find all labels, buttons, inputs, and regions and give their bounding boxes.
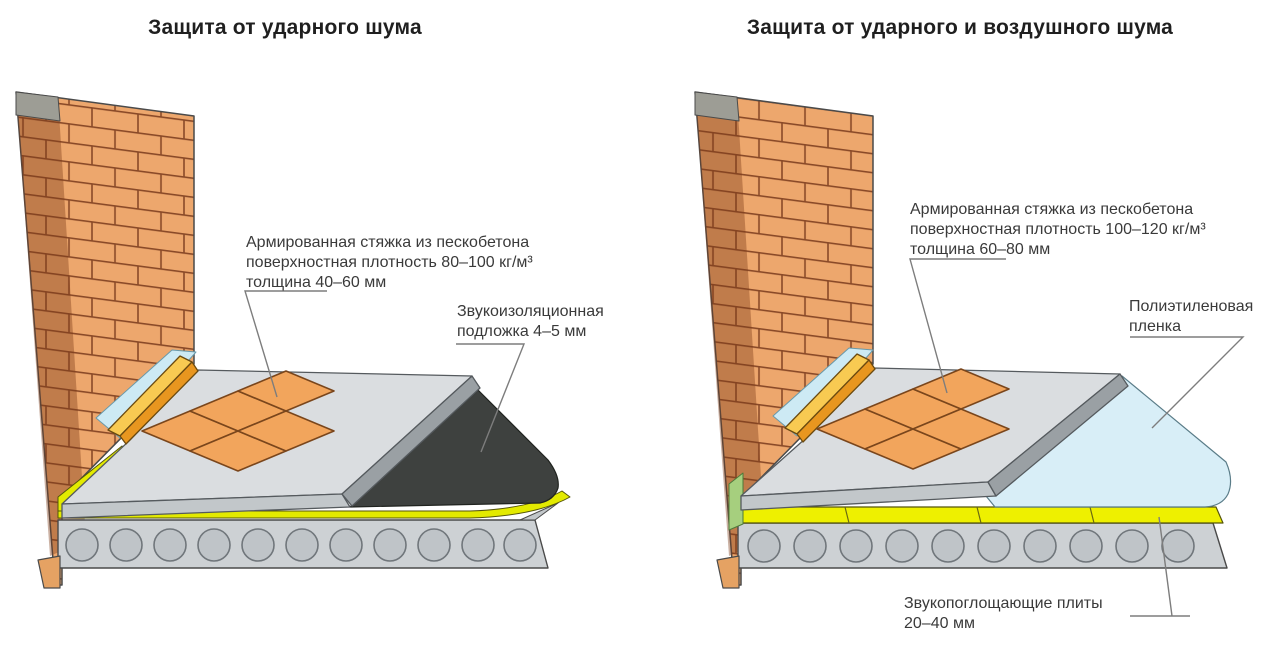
leader-screed-left xyxy=(244,290,327,398)
right-wall-foot xyxy=(716,555,740,589)
leader-plates-right xyxy=(1130,516,1190,617)
right-panel-title: Защита от ударного и воздушного шума xyxy=(746,16,1174,39)
right-wall-top-corner-block xyxy=(694,91,740,122)
label-underlay-left: Звукоизоляционная подложка 4–5 мм xyxy=(457,303,604,340)
left-wall-top-corner-block xyxy=(15,91,61,122)
leader-underlay-left xyxy=(456,343,526,453)
left-diagram xyxy=(15,91,571,589)
left-panel-title: Защита от ударного шума xyxy=(148,16,422,39)
right-floor-tiles xyxy=(816,368,1010,470)
right-skirting xyxy=(784,353,876,443)
leader-film-right xyxy=(1130,336,1245,429)
label-screed-left: Армированная стяжка из пескобетона повер… xyxy=(246,234,533,291)
left-hollow-core-slab xyxy=(57,502,559,569)
left-skirting xyxy=(107,355,199,445)
right-hollow-core-slab xyxy=(737,522,1228,569)
leader-lines xyxy=(244,258,1245,617)
right-diagram xyxy=(694,91,1232,589)
right-wall-shaded-edge xyxy=(695,92,765,556)
leader-screed-right xyxy=(909,258,1006,394)
right-edge-strip-green xyxy=(728,472,744,531)
left-floor-tiles xyxy=(141,370,335,472)
left-underlay-black-wedge xyxy=(349,389,559,508)
right-polyethylene-film xyxy=(985,375,1232,508)
left-wall-foot xyxy=(37,555,61,589)
label-screed-right: Армированная стяжка из пескобетона повер… xyxy=(910,201,1206,258)
label-plates-right: Звукопоглощающие плиты 20–40 мм xyxy=(904,595,1103,632)
label-film-right: Полиэтиленовая пленка xyxy=(1129,298,1254,335)
left-wall-shaded-edge xyxy=(16,92,86,556)
